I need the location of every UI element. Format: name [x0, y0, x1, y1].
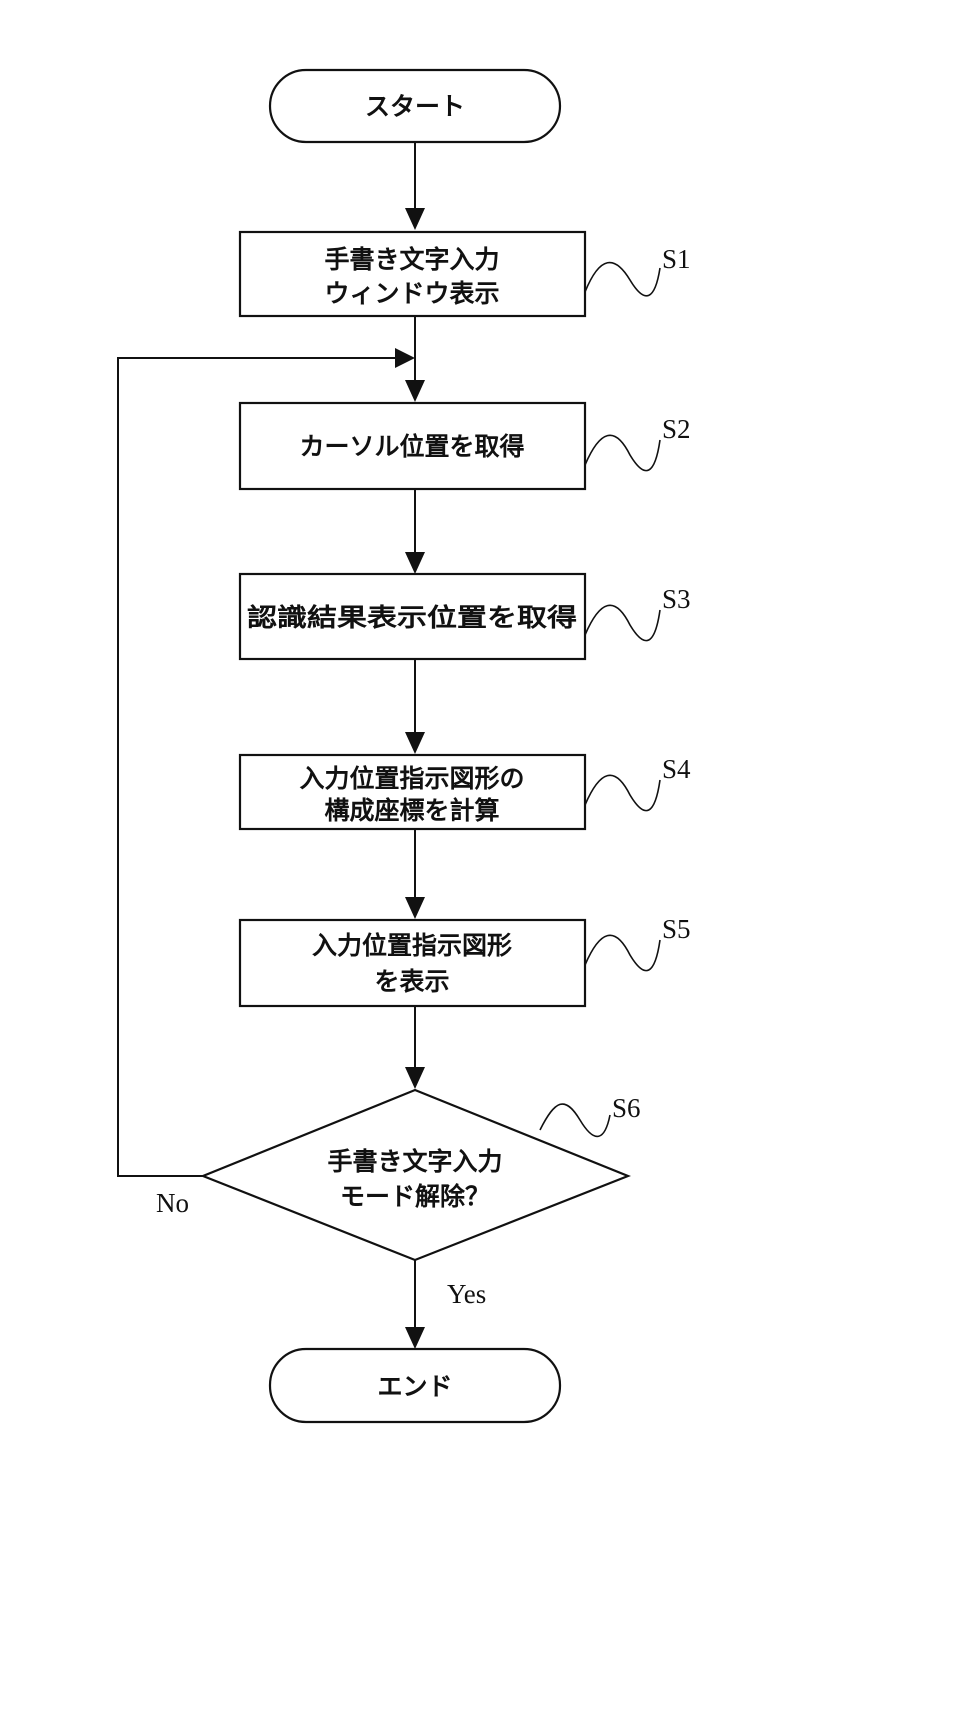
decision-line1: 手書き文字入力	[327, 1147, 502, 1176]
no-label: No	[156, 1188, 189, 1218]
arrowhead	[405, 1067, 425, 1089]
step-s5-line2: を表示	[374, 967, 449, 996]
leader-squiggle-s5	[585, 935, 660, 970]
step-label-s4: S4	[662, 754, 691, 784]
leader-squiggle-s6	[540, 1104, 610, 1136]
leader-squiggle-s4	[585, 775, 660, 810]
decision-line2: モード解除？	[340, 1182, 490, 1211]
arrowhead	[405, 1327, 425, 1349]
step-label-s2: S2	[662, 414, 691, 444]
step-label-s3: S3	[662, 584, 691, 614]
step-s5: 入力位置指示図形 を表示 S5	[240, 914, 691, 1006]
arrowhead	[405, 897, 425, 919]
step-label-s1: S1	[662, 244, 691, 274]
step-label-s5: S5	[662, 914, 691, 944]
step-s2-line1: カーソル位置を取得	[299, 432, 524, 461]
step-s5-line1: 入力位置指示図形	[312, 931, 512, 960]
arrowhead	[395, 348, 415, 368]
step-label-s6: S6	[612, 1093, 641, 1123]
step-s2: カーソル位置を取得 S2	[240, 403, 691, 489]
end-label: エンド	[377, 1372, 452, 1401]
step-s3: 認識結果表示位置を取得 S3	[240, 574, 691, 659]
leader-squiggle-s2	[585, 435, 660, 470]
end-terminal: エンド	[270, 1349, 560, 1422]
arrowhead	[405, 380, 425, 402]
step-s4-line2: 構成座標を計算	[324, 796, 499, 825]
yes-label: Yes	[447, 1279, 486, 1309]
step-s1-line2: ウィンドウ表示	[324, 279, 499, 308]
step-s1: 手書き文字入力 ウィンドウ表示 S1	[240, 232, 691, 316]
step-s4: 入力位置指示図形の 構成座標を計算 S4	[240, 754, 691, 829]
arrowhead	[405, 552, 425, 574]
decision-s6: 手書き文字入力 モード解除？ S6	[203, 1090, 641, 1260]
leader-squiggle-s1	[585, 263, 660, 296]
start-label: スタート	[365, 92, 465, 121]
start-terminal: スタート	[270, 70, 560, 142]
arrowhead	[405, 208, 425, 230]
step-s4-line1: 入力位置指示図形の	[299, 764, 524, 793]
step-s1-line1: 手書き文字入力	[324, 245, 499, 274]
arrowhead	[405, 732, 425, 754]
step-s3-line1: 認識結果表示位置を取得	[247, 603, 577, 632]
leader-squiggle-s3	[585, 605, 660, 640]
